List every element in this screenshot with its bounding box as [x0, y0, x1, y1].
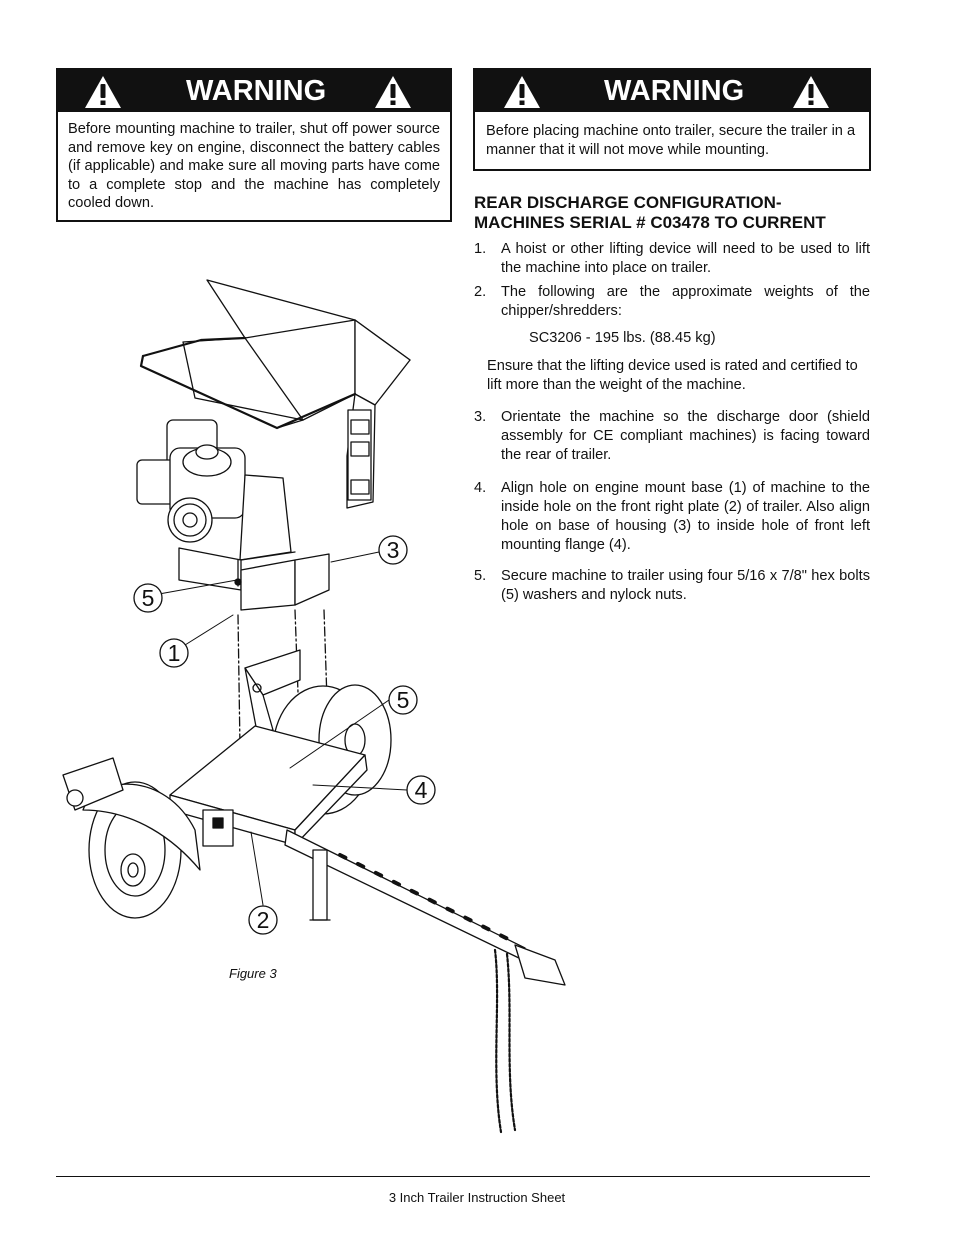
warning-text: Before placing machine onto trailer, sec… [486, 123, 856, 158]
warning-triangle-icon [85, 76, 121, 108]
section-heading-line1: REAR DISCHARGE CONFIGURATION- [474, 193, 782, 212]
step-5: 5. Secure machine to trailer using four … [474, 567, 870, 605]
step-number: 4. [474, 480, 487, 496]
warning-triangle-icon [793, 76, 829, 108]
warning-triangle-icon [375, 76, 411, 108]
step-text: Orientate the machine so the discharge d… [501, 409, 870, 463]
step-1: 1. A hoist or other lifting device will … [474, 240, 870, 278]
warning-header: WARNING [475, 70, 869, 112]
callout-1: 1 [168, 640, 181, 666]
callout-2: 2 [257, 907, 270, 933]
warning-text: Before mounting machine to trailer, shut… [68, 121, 440, 212]
warning-box-secure-trailer: WARNING Before placing machine onto trai… [473, 68, 871, 171]
warning-title: WARNING [186, 75, 327, 107]
warning-header: WARNING [58, 70, 450, 112]
callout-3: 3 [387, 537, 400, 563]
warning-title: WARNING [604, 75, 745, 107]
step-3: 3. Orientate the machine so the discharg… [474, 408, 870, 465]
step-2: 2. The following are the approximate wei… [474, 283, 870, 321]
section-heading: REAR DISCHARGE CONFIGURATION- MACHINES S… [474, 193, 874, 233]
footer-divider [56, 1176, 870, 1177]
callout-leaders [158, 551, 408, 906]
trailer-drawing [62, 649, 566, 1134]
step-text: The following are the approximate weight… [501, 284, 870, 319]
step-text: Secure machine to trailer using four 5/1… [501, 568, 870, 603]
lifting-note: Ensure that the lifting device used is r… [487, 358, 858, 393]
weight-line: SC3206 - 195 lbs. (88.45 kg) [529, 330, 716, 346]
step-number: 5. [474, 568, 487, 584]
step-number: 1. [474, 241, 487, 257]
figure-caption: Figure 3 [229, 966, 277, 981]
step-text: Align hole on engine mount base (1) of m… [501, 480, 870, 553]
callout-4: 4 [415, 777, 428, 803]
hopper-drawing [139, 279, 411, 509]
step-text: A hoist or other lifting device will nee… [501, 241, 870, 276]
step-number: 2. [474, 284, 487, 300]
warning-box-mounting: WARNING Before mounting machine to trail… [56, 68, 452, 222]
step-number: 3. [474, 409, 487, 425]
section-heading-line2: MACHINES SERIAL # C03478 TO CURRENT [474, 213, 826, 232]
callout-5-upper: 5 [142, 585, 155, 611]
callout-5-lower: 5 [397, 687, 410, 713]
callout-circles [133, 535, 436, 935]
engine-drawing [136, 419, 330, 611]
step-4: 4. Align hole on engine mount base (1) o… [474, 479, 870, 555]
footer-title: 3 Inch Trailer Instruction Sheet [388, 1190, 566, 1205]
warning-triangle-icon [504, 76, 540, 108]
trailer-assembly-figure: 5 1 3 5 4 2 [62, 279, 566, 1134]
